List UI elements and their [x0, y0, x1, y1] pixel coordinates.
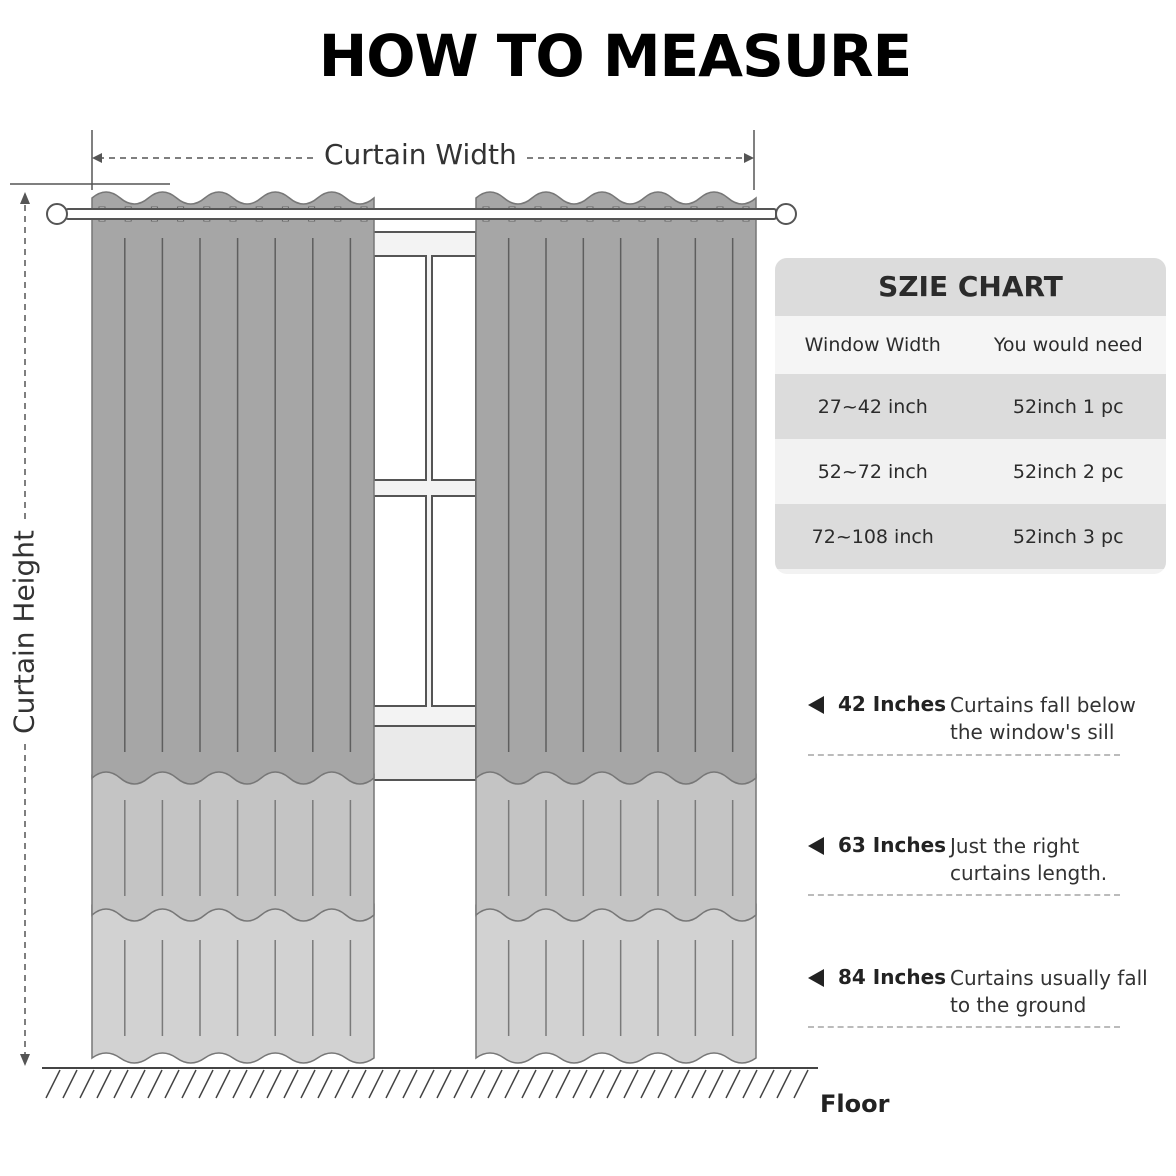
floor-hatch	[538, 1069, 554, 1099]
size-chart: SZIE CHART Window Width You would need 2…	[775, 258, 1166, 574]
arrow-left-icon	[808, 837, 824, 855]
need-cell: 52inch 1 pc	[1012, 395, 1124, 418]
floor-hatch	[113, 1069, 129, 1099]
divider	[808, 894, 1120, 896]
floor-hatch	[657, 1069, 673, 1099]
divider	[808, 754, 1120, 756]
curtain-84-section	[91, 898, 375, 1064]
header-window-width: Window Width	[804, 334, 941, 356]
window-width-cell: 52~72 inch	[817, 460, 928, 483]
floor-hatch	[470, 1069, 486, 1099]
floor-hatch	[334, 1069, 350, 1099]
floor-hatch	[640, 1069, 656, 1099]
window-width-cell: 72~108 inch	[811, 525, 934, 548]
curtain-63-section	[91, 768, 375, 922]
page-title: HOW TO MEASURE	[318, 22, 912, 90]
floor-hatch	[453, 1069, 469, 1099]
floor-hatch	[215, 1069, 231, 1099]
window-width-cell: 27~42 inch	[817, 395, 928, 418]
floor-hatch	[300, 1069, 316, 1099]
floor-hatch	[674, 1069, 690, 1099]
floor-hatch	[708, 1069, 724, 1099]
floor-hatch	[45, 1069, 61, 1099]
floor-hatch	[793, 1069, 809, 1099]
floor-hatch	[589, 1069, 605, 1099]
floor-hatch	[283, 1069, 299, 1099]
floor-hatch	[487, 1069, 503, 1099]
floor-hatch	[504, 1069, 520, 1099]
length-inches: 63 Inches	[838, 833, 947, 857]
floor-hatch	[198, 1069, 214, 1099]
floor-hatch	[351, 1069, 367, 1099]
floor-hatch	[419, 1069, 435, 1099]
floor-label: Floor	[820, 1090, 890, 1118]
floor-hatch	[181, 1069, 197, 1099]
curtain-height-label: Curtain Height	[7, 524, 41, 740]
floor-hatch	[232, 1069, 248, 1099]
table-row: 52~72 inch 52inch 2 pc	[775, 439, 1166, 504]
need-cell: 52inch 2 pc	[1012, 460, 1124, 483]
floor-hatch	[555, 1069, 571, 1099]
curtain-width-label: Curtain Width	[318, 138, 523, 171]
floor-hatch	[606, 1069, 622, 1099]
floor-hatch	[62, 1069, 78, 1099]
floor-hatch	[164, 1069, 180, 1099]
floor-hatch	[385, 1069, 401, 1099]
floor-hatch	[623, 1069, 639, 1099]
curtain-rod	[46, 203, 797, 225]
curtain-panels	[91, 191, 757, 1064]
length-description: Just the right curtains length.	[950, 834, 1108, 885]
arrow-left-icon	[808, 696, 824, 714]
floor-hatch	[79, 1069, 95, 1099]
floor-hatch	[317, 1069, 333, 1099]
floor-hatch	[402, 1069, 418, 1099]
size-chart-header: Window Width You would need	[775, 316, 1166, 374]
floor-hatch	[742, 1069, 758, 1099]
need-cell: 52inch 3 pc	[1012, 525, 1124, 548]
curtain-84-section	[475, 898, 757, 1064]
floor-hatch	[759, 1069, 775, 1099]
floor-hatch	[147, 1069, 163, 1099]
length-inches: 84 Inches	[838, 965, 947, 989]
floor-hatch	[521, 1069, 537, 1099]
window-frame	[371, 231, 477, 781]
floor-hatch	[572, 1069, 588, 1099]
table-row: 27~42 inch 52inch 1 pc	[775, 374, 1166, 439]
curtain-42-section	[475, 191, 757, 785]
header-you-would-need: You would need	[993, 334, 1143, 356]
curtain-63-section	[475, 768, 757, 922]
length-description: Curtains usually fall to the ground	[950, 966, 1148, 1017]
floor-line	[42, 1067, 818, 1099]
divider	[808, 1026, 1120, 1028]
size-chart-title: SZIE CHART	[775, 258, 1166, 316]
floor-hatch	[725, 1069, 741, 1099]
length-description: Curtains fall below the window's sill	[950, 693, 1136, 744]
length-inches: 42 Inches	[838, 692, 947, 716]
arrow-left-icon	[808, 969, 824, 987]
floor-hatch	[266, 1069, 282, 1099]
floor-hatch	[691, 1069, 707, 1099]
floor-hatch	[130, 1069, 146, 1099]
table-row: 72~108 inch 52inch 3 pc	[775, 504, 1166, 569]
floor-hatch	[776, 1069, 792, 1099]
curtain-42-section	[91, 191, 375, 785]
floor-hatch	[96, 1069, 112, 1099]
floor-hatch	[249, 1069, 265, 1099]
floor-hatch	[368, 1069, 384, 1099]
floor-hatch	[436, 1069, 452, 1099]
